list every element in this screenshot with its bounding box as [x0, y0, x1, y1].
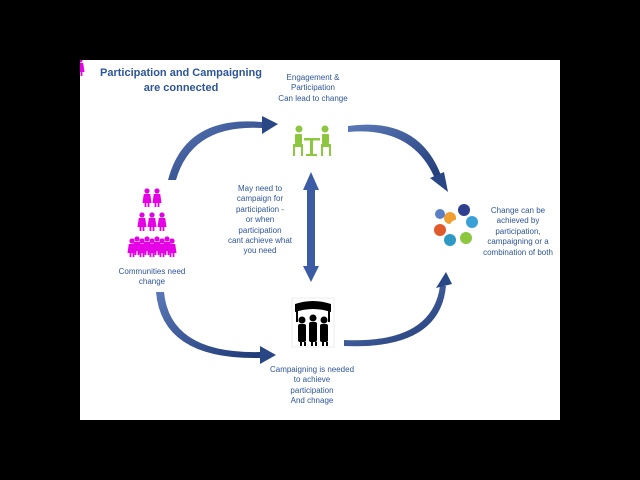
people-pyramid-base: [127, 238, 177, 257]
change-label: Change can be achieved by participation,…: [483, 206, 553, 257]
people-pyramid-icon: [80, 60, 172, 255]
slide: Participation and Campaigning are connec…: [80, 60, 560, 420]
arrow-communities-to-campaigning: [156, 292, 276, 364]
cycle-arrows: [80, 60, 478, 364]
meeting-people-icon: [293, 125, 331, 156]
campaigning-label: Campaigning is needed to achieve partici…: [269, 365, 355, 406]
people-circle-icon: [434, 204, 478, 246]
arrow-communities-to-engagement: [168, 116, 278, 180]
arrow-engagement-to-change: [348, 124, 448, 192]
arrow-change-to-campaigning: [344, 272, 452, 347]
protest-crowd-icon: [291, 297, 335, 348]
campaign-note-label: May need to campaign for participation -…: [227, 184, 293, 256]
engagement-label: Engagement & Participation Can lead to c…: [278, 73, 348, 103]
pyramid-person: [147, 238, 157, 257]
pyramid-person: [167, 238, 177, 257]
communities-label: Communities need change: [118, 267, 186, 287]
pyramid-person: [137, 238, 147, 257]
pyramid-person: [127, 238, 137, 257]
double-arrow-vertical: [303, 172, 319, 282]
pyramid-person: [157, 238, 167, 257]
diagram-title: Participation and Campaigning are connec…: [100, 67, 262, 94]
